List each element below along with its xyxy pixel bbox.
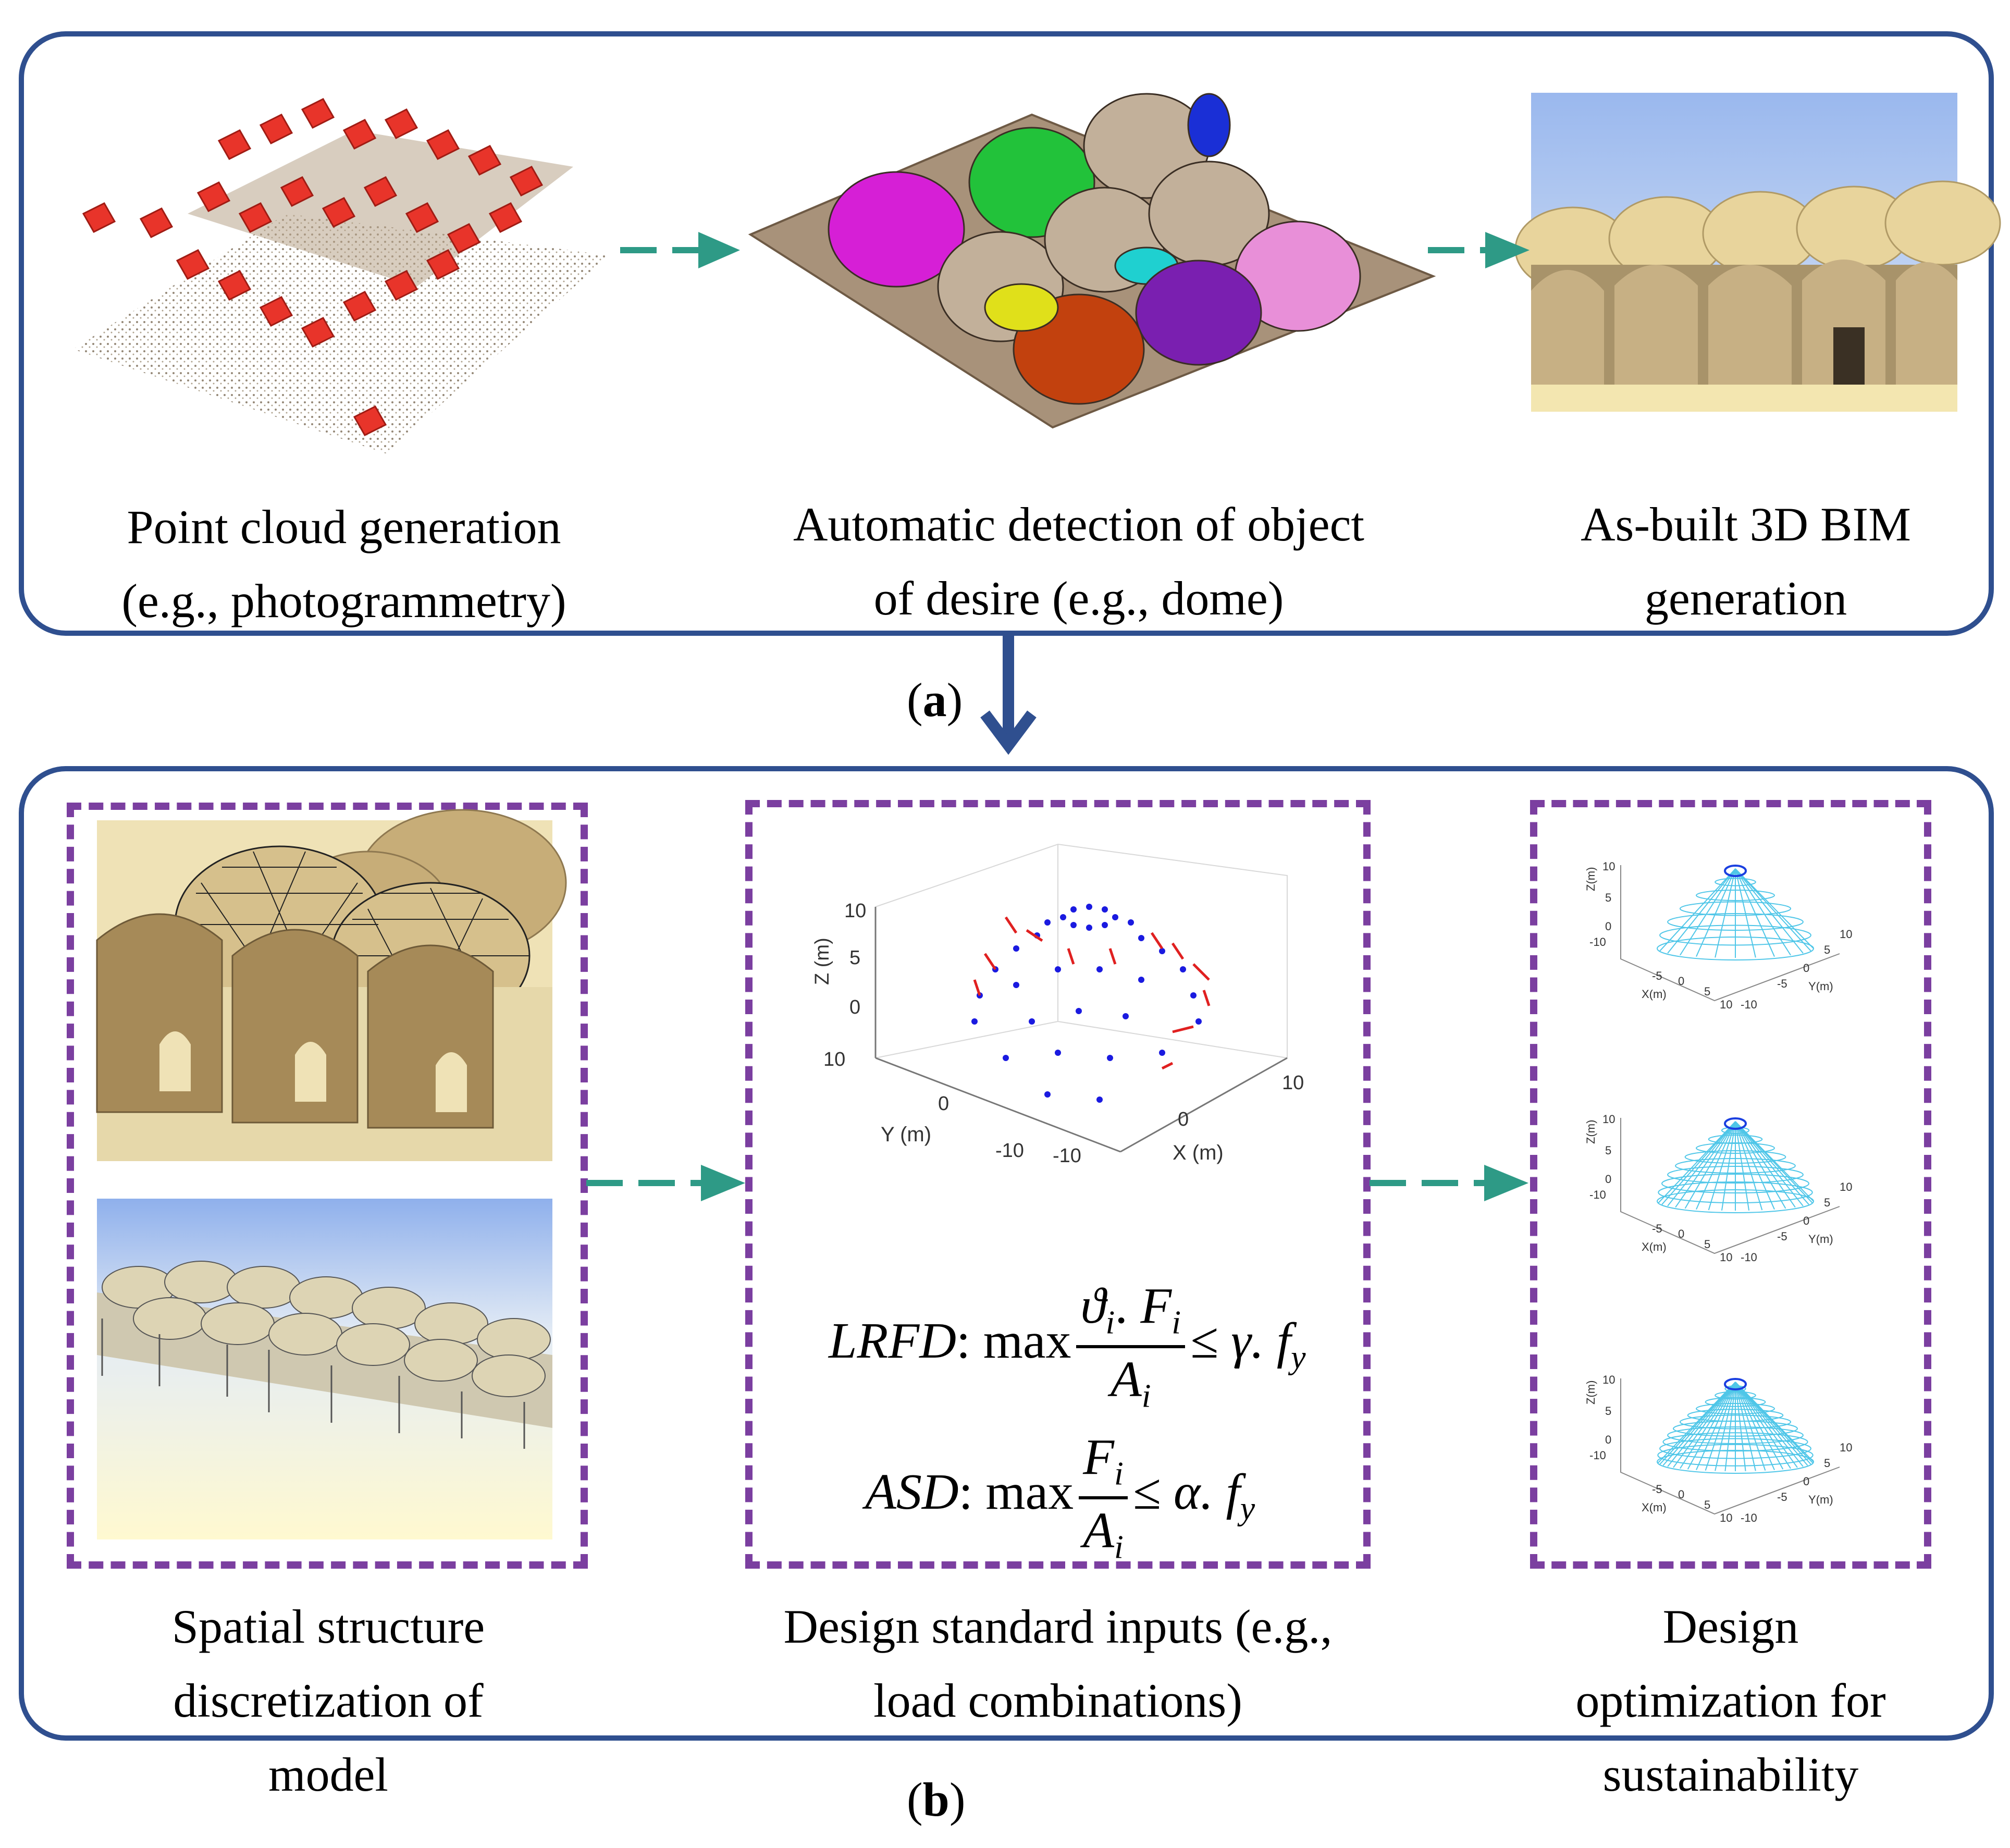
arrow-b1 [586, 1165, 745, 1201]
ztick-5: 5 [849, 947, 860, 969]
ytick: 5 [1824, 1457, 1830, 1470]
ytick: 5 [1824, 943, 1830, 956]
dome-apex-ring [1724, 1117, 1747, 1130]
ytick: 0 [1803, 1214, 1809, 1227]
xtick: 5 [1704, 1238, 1710, 1251]
xlabel: X(m) [1642, 988, 1667, 1001]
ytick-0: 0 [938, 1093, 949, 1115]
ztick-0: 0 [849, 996, 860, 1018]
ytick: 10 [1840, 1441, 1852, 1454]
ztick: 0 [1605, 1173, 1611, 1186]
ytick: -5 [1777, 1490, 1787, 1504]
xtick: 10 [1720, 1251, 1732, 1264]
ytick: 0 [1803, 1475, 1809, 1488]
ztick: 0 [1605, 920, 1611, 933]
ytick: -5 [1777, 977, 1787, 990]
ztick: 0 [1605, 1433, 1611, 1446]
dome-lattice [1657, 1121, 1814, 1213]
dome-lattice [1657, 868, 1814, 960]
xtick: 10 [1720, 998, 1732, 1011]
dome-apex-ring [1724, 1378, 1747, 1390]
ytick: -5 [1777, 1230, 1787, 1243]
dome-lattice [1657, 1382, 1814, 1474]
arrow-down [980, 636, 1037, 755]
xtick-10: 10 [1282, 1072, 1304, 1094]
xtick: 0 [1678, 975, 1684, 988]
dashed-box-3 [1530, 800, 1931, 1569]
ytick: -10 [1741, 1251, 1757, 1264]
xlabel: X(m) [1642, 1501, 1667, 1514]
ztick: 10 [1602, 860, 1615, 873]
arrow-a1 [620, 232, 740, 268]
zlabel: Z (m) [811, 938, 833, 985]
label-a: (a) [907, 673, 963, 726]
panel-b [19, 766, 1994, 1741]
ylabel: Y(m) [1808, 1233, 1833, 1246]
xlabel: X(m) [1642, 1240, 1667, 1253]
dashed-box-1 [67, 803, 588, 1569]
zlabel: Z(m) [1584, 1381, 1597, 1405]
ytick: 0 [1803, 962, 1809, 975]
ztick: 5 [1605, 891, 1611, 904]
xtick: 0 [1678, 1488, 1684, 1501]
ztick: 10 [1602, 1113, 1615, 1126]
ztick: -10 [1589, 935, 1606, 948]
ylabel: Y (m) [881, 1123, 931, 1146]
as-built-bim-image [1514, 93, 2001, 412]
xtick: 5 [1704, 1498, 1710, 1511]
caption-point-cloud: Point cloud generation(e.g., photogramme… [121, 500, 566, 627]
ylabel: Y(m) [1808, 980, 1833, 993]
ztick: 5 [1605, 1144, 1611, 1157]
arrow-b2 [1370, 1165, 1528, 1201]
ytick: 10 [1840, 928, 1852, 941]
dome-detection-image [748, 93, 1436, 429]
dome-lattice-closeup-image [96, 809, 567, 1161]
ztick: 10 [1602, 1373, 1615, 1386]
label-b: (b) [907, 1773, 966, 1826]
ytick: -10 [1741, 1511, 1757, 1524]
ytick-10: 10 [823, 1049, 845, 1070]
ytick: -10 [1741, 998, 1757, 1011]
point-cloud-image [73, 98, 610, 453]
zlabel: Z(m) [1584, 867, 1597, 891]
dome-apex-ring [1724, 865, 1747, 877]
xtick: 10 [1720, 1511, 1732, 1524]
force-vector-plot: Z (m) 10 5 0 10 0 -10 Y (m) -10 0 10 X (… [811, 843, 1304, 1167]
xlabel: X (m) [1173, 1141, 1224, 1164]
xtick: -5 [1652, 1483, 1662, 1496]
xtick: 0 [1678, 1227, 1684, 1240]
ztick-10: 10 [844, 900, 866, 922]
ztick: 5 [1605, 1405, 1611, 1418]
ytick-m10: -10 [995, 1140, 1024, 1162]
space-frame-overview-image [97, 1199, 552, 1539]
ytick: 10 [1840, 1180, 1852, 1193]
xtick: -5 [1652, 1222, 1662, 1235]
panel-a [19, 31, 1994, 636]
caption-design-standard: Design standard inputs (e.g.,load combin… [783, 1600, 1333, 1727]
ztick: -10 [1589, 1449, 1606, 1462]
xtick-0: 0 [1178, 1108, 1189, 1130]
ztick: -10 [1589, 1188, 1606, 1201]
arrow-a2 [1428, 232, 1530, 268]
zlabel: Z(m) [1584, 1120, 1597, 1144]
xtick-m10: -10 [1053, 1145, 1081, 1167]
ylabel: Y(m) [1808, 1493, 1833, 1506]
xtick: -5 [1652, 969, 1662, 982]
xtick: 5 [1704, 985, 1710, 998]
dashed-box-2 [745, 800, 1371, 1569]
ytick: 5 [1824, 1196, 1830, 1209]
